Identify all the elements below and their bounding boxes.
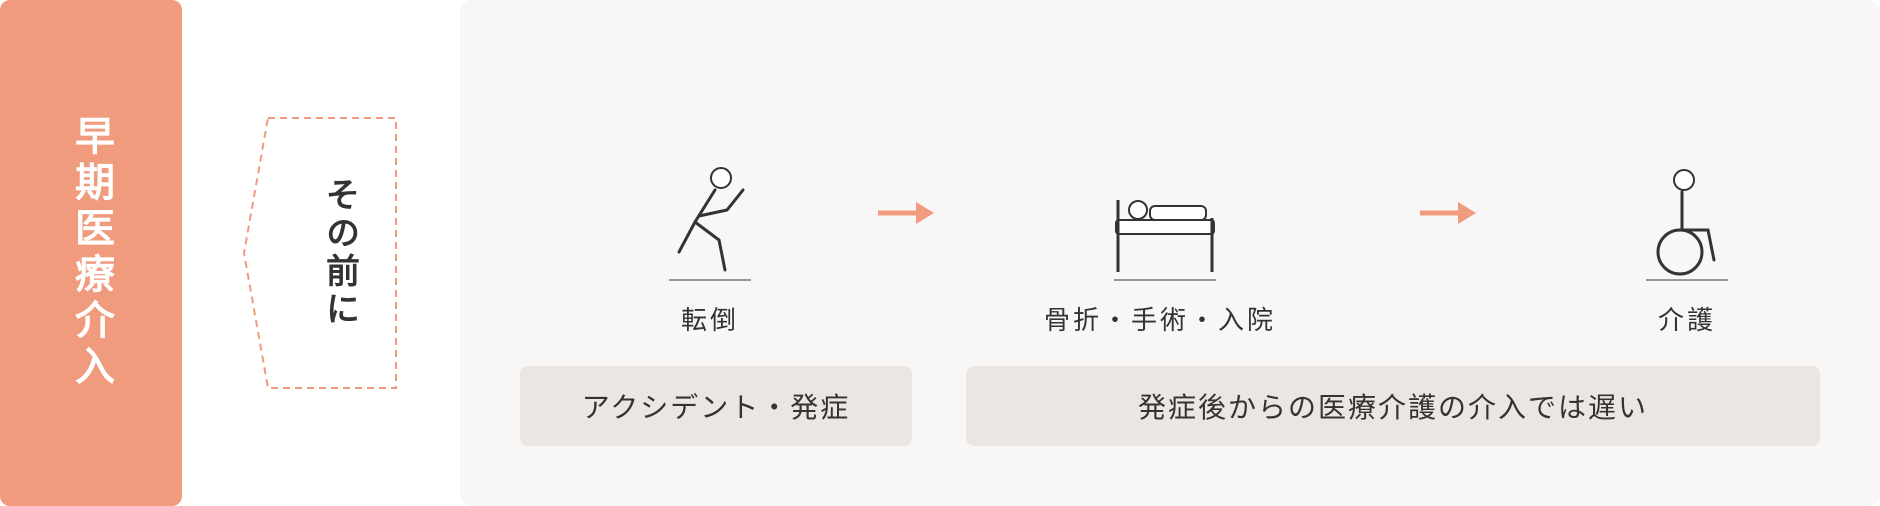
step-label-fracture-surgery-hospitalization: 骨折・手術・入院	[1043, 306, 1276, 336]
stage-too-late-intervention: 発症後からの医療介護の介入では遅い	[966, 366, 1820, 446]
stage-accident-onset: アクシデント・発症	[520, 366, 912, 446]
arrow-right-icon	[1420, 202, 1476, 224]
hospital-bed-icon	[1110, 160, 1220, 290]
early-intervention-label: 早期医療介入	[68, 115, 114, 391]
step-label-care: 介護	[1657, 306, 1716, 336]
step-label-fall: 転倒	[680, 306, 739, 336]
before-callout: その前に	[242, 116, 398, 390]
arrow-right-icon	[878, 202, 934, 224]
wheelchair-icon	[1642, 160, 1732, 290]
before-callout-outline	[242, 117, 397, 389]
before-label: その前に	[319, 177, 360, 329]
falling-person-icon	[665, 160, 755, 290]
early-intervention-bar: 早期医療介入	[0, 0, 182, 506]
process-panel: 転倒 骨折・手術・入院 介護 アクシデント・発症 発症後からの医療介護の介入では…	[460, 0, 1880, 506]
